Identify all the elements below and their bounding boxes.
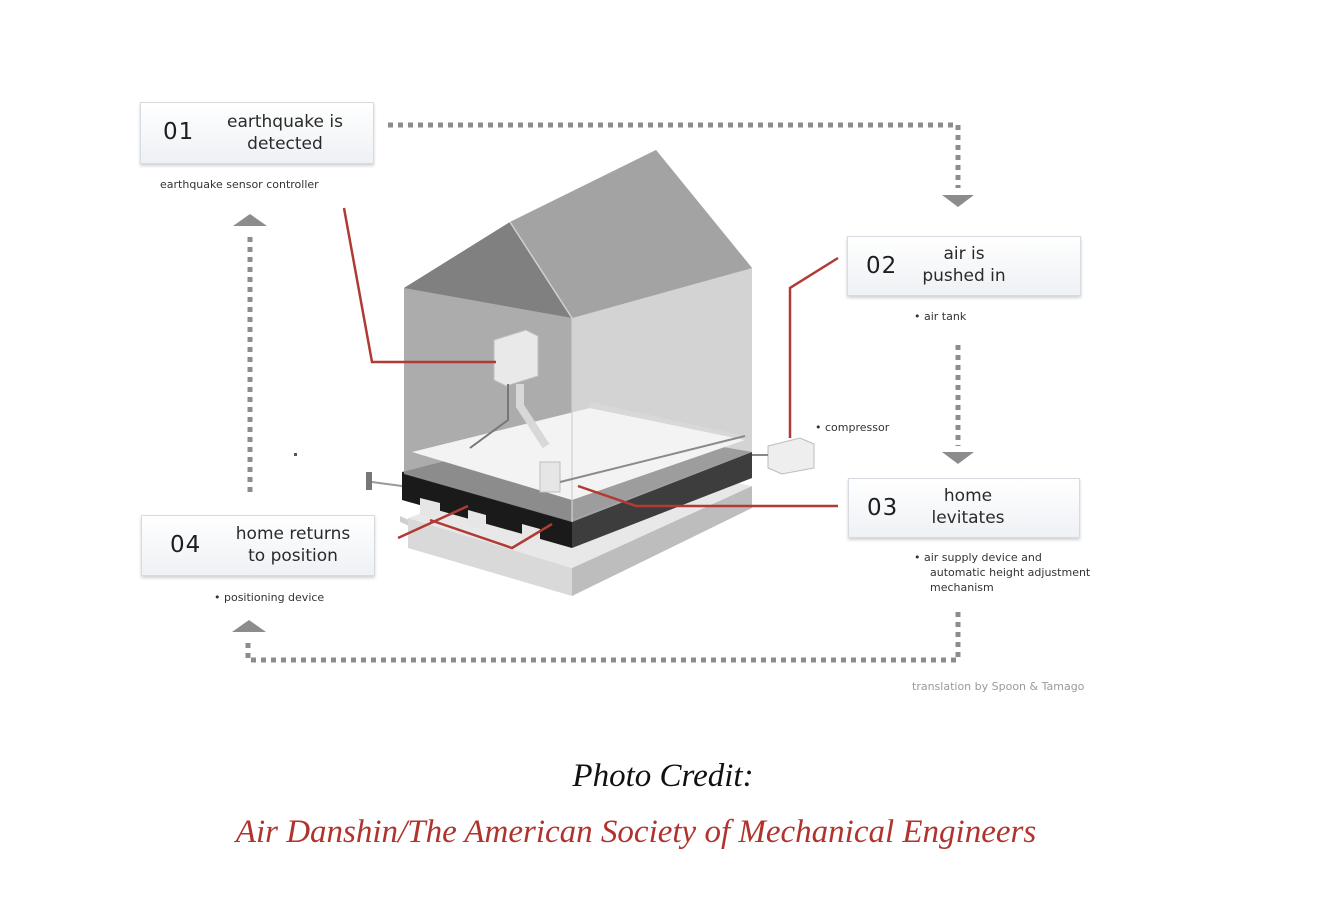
step-03-note-line-1: • air supply device and xyxy=(914,551,1042,564)
photo-credit-source: Air Danshin/The American Society of Mech… xyxy=(235,814,1037,850)
step-03-note: • air supply device and automatic height… xyxy=(914,550,1090,595)
step-01-note: earthquake sensor controller xyxy=(160,177,319,192)
step-04-title-line-2: to position xyxy=(248,546,338,566)
step-01-note-line-1: earthquake sensor controller xyxy=(160,178,319,191)
step-02-title-line-2: pushed in xyxy=(922,266,1006,286)
step-03-box: 03 home levitates xyxy=(848,478,1080,538)
arrowhead-up-04 xyxy=(232,620,266,632)
step-04-title-line-1: home returns xyxy=(235,524,351,544)
step-01-number: 01 xyxy=(163,119,195,145)
step-02-note-line-1: • air tank xyxy=(914,310,967,323)
arrowhead-down-02 xyxy=(942,195,974,207)
compressor-unit xyxy=(767,437,815,475)
flow-arrowheads xyxy=(232,195,974,632)
flow-arrows xyxy=(245,122,961,663)
step-02-number: 02 xyxy=(866,253,898,279)
leader-lines xyxy=(342,207,839,550)
arrowhead-up-01 xyxy=(233,214,267,226)
step-04-note-line-1: • positioning device xyxy=(214,591,325,604)
step-02-title: air is pushed in xyxy=(908,243,1020,287)
step-03-note-line-2: automatic height adjustment xyxy=(930,566,1091,579)
photo-credit-label: Photo Credit: xyxy=(572,758,754,794)
step-04-box: 04 home returns to position xyxy=(141,515,375,576)
step-03-note-line-3: mechanism xyxy=(930,581,994,594)
step-02-box: 02 air is pushed in xyxy=(847,236,1081,296)
translation-credit: translation by Spoon & Tamago xyxy=(912,680,1085,693)
step-03-title-line-2: levitates xyxy=(931,508,1005,528)
leader-line-sensor xyxy=(342,207,496,364)
leader-line-air-tank xyxy=(788,256,839,438)
house xyxy=(404,150,752,522)
leader-line-positioning-2 xyxy=(429,518,553,550)
flow-arrow-01-to-02 xyxy=(388,122,961,188)
step-04-number: 04 xyxy=(170,532,202,558)
flow-arrow-03-to-04 xyxy=(245,612,961,663)
leader-line-levitation xyxy=(577,484,838,508)
step-01-title-line-1: earthquake is xyxy=(227,112,343,132)
step-04-title: home returns to position xyxy=(218,523,368,567)
step-02-title-line-1: air is xyxy=(943,244,985,264)
step-01-title-line-2: detected xyxy=(247,134,323,154)
sensor-controller-box xyxy=(493,329,539,387)
step-03-title-line-1: home xyxy=(943,486,993,506)
step-01-title: earthquake is detected xyxy=(199,111,371,155)
compressor-label: • compressor xyxy=(815,421,890,434)
devices xyxy=(294,329,815,493)
step-03-title: home levitates xyxy=(913,485,1023,529)
positioning-device xyxy=(366,472,372,490)
step-01-box: 01 earthquake is detected xyxy=(140,102,374,164)
step-03-number: 03 xyxy=(867,495,899,521)
air-supply-device xyxy=(539,461,561,493)
arrowhead-down-03 xyxy=(942,452,974,464)
step-02-note: • air tank xyxy=(914,309,966,324)
step-04-note: • positioning device xyxy=(214,590,324,605)
